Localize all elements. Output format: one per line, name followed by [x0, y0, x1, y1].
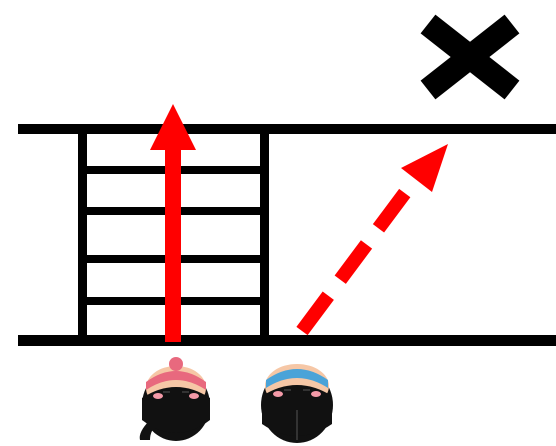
girl-bow	[169, 357, 183, 371]
boy-child-icon	[261, 364, 333, 443]
girl-cheek-right	[189, 393, 199, 399]
solid-arrow	[150, 104, 196, 342]
girl-cheek-left	[153, 393, 163, 399]
girl-child-icon	[140, 357, 210, 441]
crosswalk-right-rail	[260, 130, 269, 340]
boy-cheek-right	[311, 391, 321, 397]
dashed-arrow	[302, 144, 448, 331]
crosswalk-left-rail	[78, 130, 87, 340]
road-top-edge	[18, 124, 556, 134]
boy-cheek-left	[273, 391, 283, 397]
road-bottom-edge	[18, 335, 556, 346]
x-mark-icon	[428, 24, 512, 90]
solid-arrow-shaft	[165, 150, 181, 342]
dashed-arrow-head	[401, 144, 448, 192]
dashed-arrow-line	[302, 178, 416, 331]
